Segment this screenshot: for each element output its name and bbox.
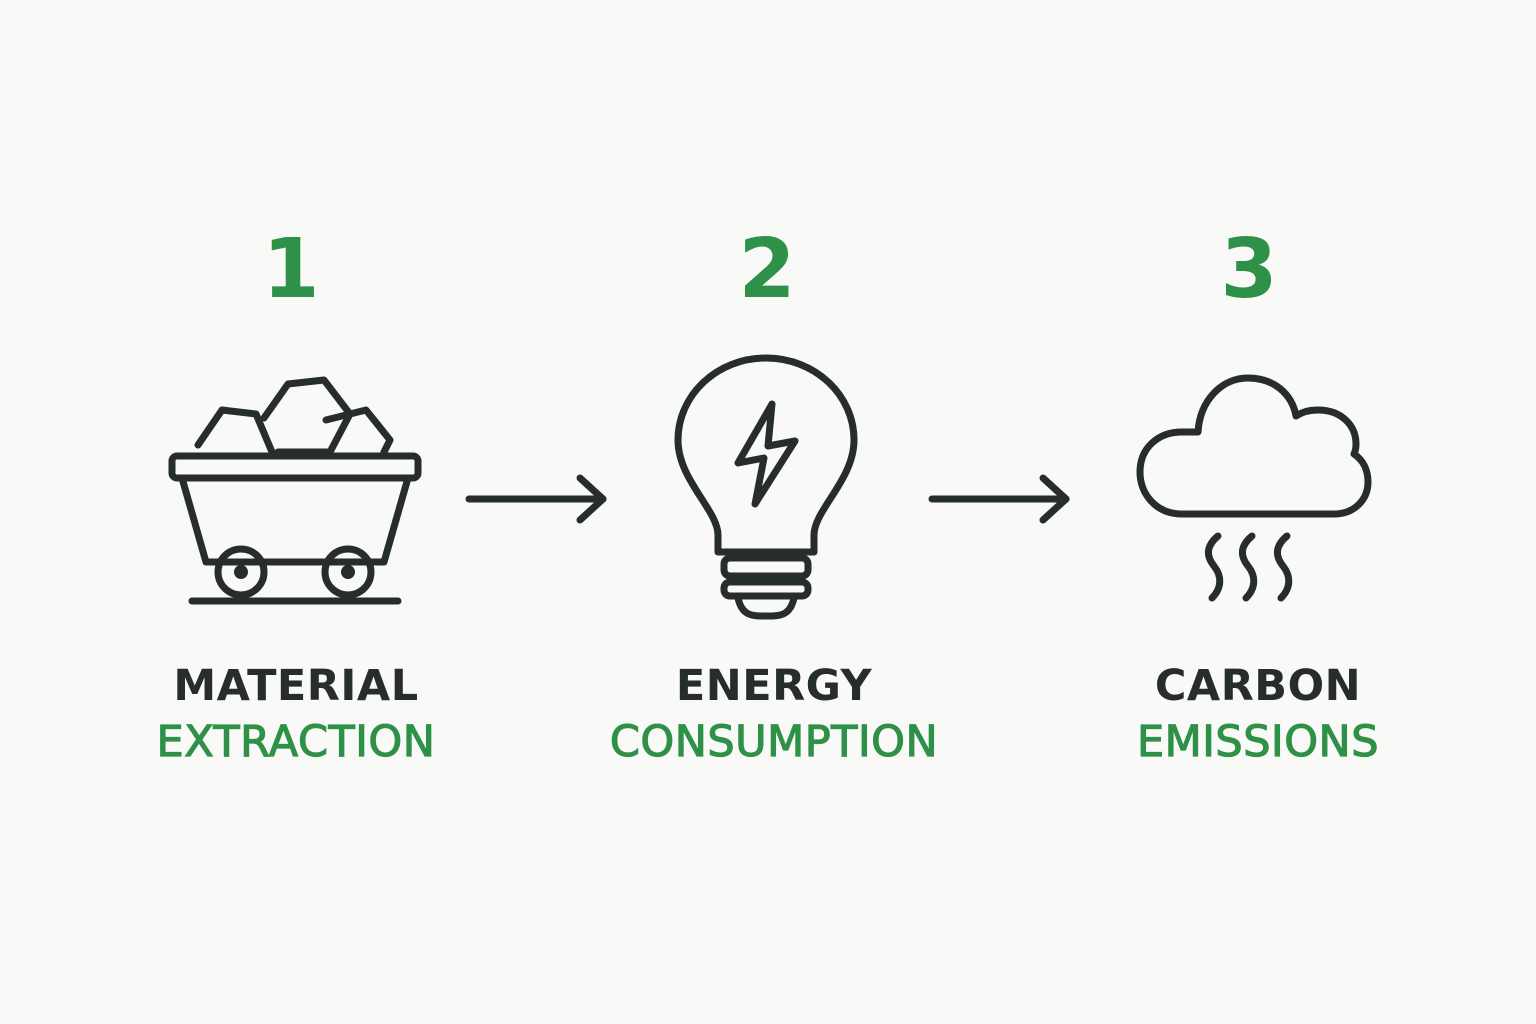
step-number: 1	[262, 222, 320, 317]
lightbulb-icon	[674, 354, 858, 620]
arrow-right-icon	[465, 474, 607, 524]
step-label-line1: MATERIAL	[173, 661, 419, 711]
step-label-line1: CARBON	[1154, 661, 1362, 711]
step-number: 2	[738, 222, 796, 317]
mine-cart-icon	[168, 376, 422, 605]
step-label-line2: EXTRACTION	[156, 716, 436, 767]
step-label-line2: CONSUMPTION	[609, 716, 939, 767]
step-label-line2: EMISSIONS	[1136, 716, 1380, 767]
step-number: 3	[1220, 222, 1278, 317]
arrow-right-icon	[928, 474, 1070, 524]
step-label: MATERIAL EXTRACTION	[76, 658, 516, 770]
step-label-line1: ENERGY	[675, 661, 873, 711]
step-label: ENERGY CONSUMPTION	[554, 658, 994, 770]
cloud-emissions-icon	[1136, 374, 1372, 602]
step-label: CARBON EMISSIONS	[1038, 658, 1478, 770]
